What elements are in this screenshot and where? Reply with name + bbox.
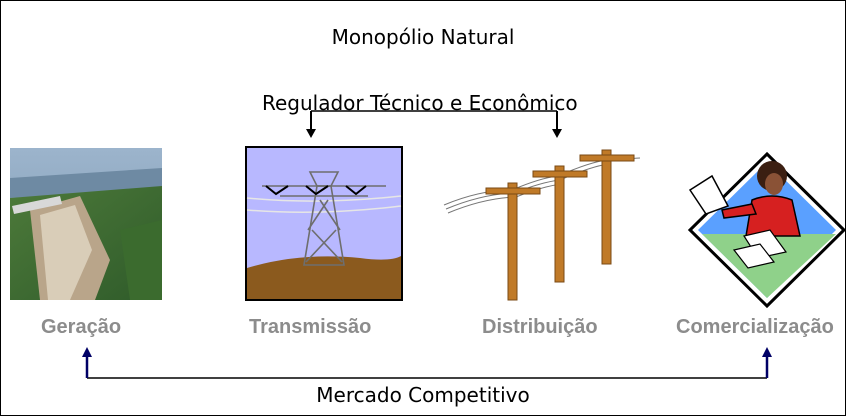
stage-label-transmissao: Transmissão	[249, 316, 372, 338]
monopoly-title: Monopólio Natural	[331, 25, 515, 49]
stage-label-geracao: Geração	[41, 316, 122, 338]
utility-poles-icon	[443, 149, 641, 301]
market-arrows	[82, 347, 772, 379]
hydro-dam-photo	[10, 148, 162, 300]
market-title: Mercado Competitivo	[316, 383, 530, 407]
transmission-tower-icon	[245, 146, 403, 301]
stage-label-comercializacao: Comercialização	[676, 316, 834, 338]
regulator-arrows	[306, 110, 562, 138]
stage-label-distribuicao: Distribuição	[482, 316, 598, 338]
sales-person-icon	[687, 151, 846, 309]
